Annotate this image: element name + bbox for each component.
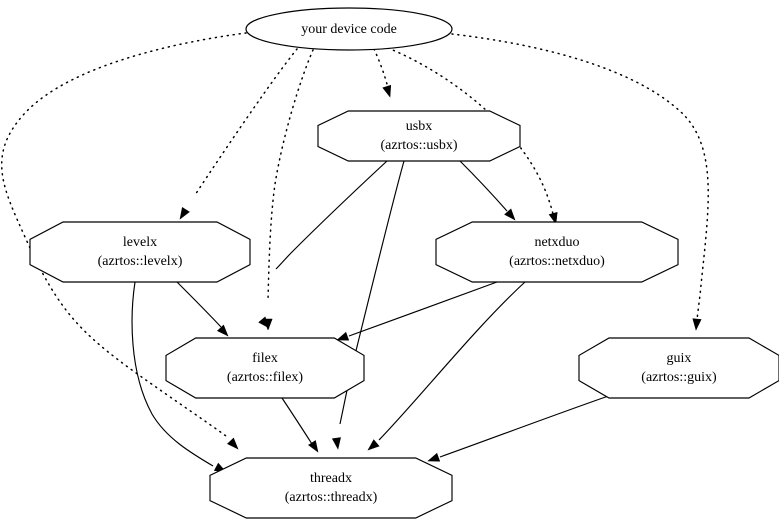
arrowhead <box>504 208 516 221</box>
edge-line <box>267 49 314 301</box>
edge-netxduo-to-threadx <box>367 281 526 451</box>
edge-usbx-to-netxduo <box>459 160 516 221</box>
edge-device-to-filex <box>263 49 314 331</box>
arrowhead <box>308 440 319 453</box>
arrowhead <box>427 452 441 462</box>
arrowhead <box>367 439 380 451</box>
edge-device-to-netxduo <box>387 47 558 225</box>
arrowhead <box>331 437 341 450</box>
edge-device-to-guix <box>451 33 709 331</box>
node-usbx[interactable]: usbx(azrtos::usbx) <box>317 110 521 162</box>
edge-line <box>275 160 388 270</box>
arrowhead <box>382 84 392 98</box>
edge-line <box>194 48 298 196</box>
arrowhead <box>226 437 239 450</box>
node-filex-shape[interactable] <box>165 337 365 399</box>
node-levelx-label-primary: levelx <box>123 235 157 250</box>
node-netxduo-shape[interactable] <box>435 221 679 283</box>
arrowhead <box>336 331 350 341</box>
node-usbx-label-secondary: (azrtos::usbx) <box>381 138 458 153</box>
node-usbx-shape[interactable] <box>317 110 521 162</box>
node-threadx[interactable]: threadx(azrtos::threadx) <box>209 457 453 519</box>
edge-line <box>348 281 498 337</box>
node-layer: your device codeusbx(azrtos::usbx)levelx… <box>29 7 779 519</box>
node-device[interactable]: your device code <box>245 7 453 51</box>
node-filex-label-primary: filex <box>252 351 278 366</box>
node-levelx[interactable]: levelx(azrtos::levelx) <box>29 221 251 283</box>
node-guix-label-secondary: (azrtos::guix) <box>641 370 717 385</box>
arrowhead <box>258 316 270 329</box>
edge-line <box>131 281 214 467</box>
edge-guix-to-threadx <box>427 392 618 462</box>
node-filex-label-secondary: (azrtos::filex) <box>227 370 304 385</box>
node-guix[interactable]: guix(azrtos::guix) <box>578 337 779 399</box>
edge-device-to-levelx <box>179 48 298 220</box>
edge-usbx-to-filex <box>258 160 388 329</box>
edge-usbx-to-threadx <box>331 160 405 450</box>
edge-line <box>451 33 709 321</box>
node-netxduo-label-secondary: (azrtos::netxduo) <box>509 254 605 269</box>
node-threadx-shape[interactable] <box>209 457 453 519</box>
node-netxduo-label-primary: netxduo <box>534 235 579 250</box>
edge-device-to-threadx <box>1 32 247 450</box>
arrowhead <box>548 211 558 225</box>
edge-line <box>459 160 508 212</box>
node-levelx-shape[interactable] <box>29 221 251 283</box>
node-device-shape[interactable] <box>245 7 453 51</box>
node-device-label-primary: your device code <box>301 22 397 37</box>
edge-line <box>281 397 313 445</box>
node-guix-shape[interactable] <box>578 337 779 399</box>
node-netxduo[interactable]: netxduo(azrtos::netxduo) <box>435 221 679 283</box>
node-threadx-label-primary: threadx <box>310 471 352 486</box>
edge-line <box>378 281 526 441</box>
edge-line <box>339 160 405 425</box>
edge-levelx-to-filex <box>176 281 229 337</box>
edge-line <box>1 32 247 437</box>
node-threadx-label-secondary: (azrtos::threadx) <box>285 490 378 505</box>
arrowhead <box>179 207 190 220</box>
edge-device-to-usbx <box>373 48 392 98</box>
edge-line <box>439 392 618 458</box>
arrowhead <box>692 318 702 331</box>
node-filex[interactable]: filex(azrtos::filex) <box>165 337 365 399</box>
edge-filex-to-threadx <box>281 397 319 453</box>
edge-netxduo-to-filex <box>336 281 498 341</box>
node-usbx-label-primary: usbx <box>406 119 432 134</box>
edge-line <box>176 281 222 328</box>
arrowhead <box>216 324 229 337</box>
edge-layer <box>1 32 709 473</box>
node-guix-label-primary: guix <box>667 351 692 366</box>
node-levelx-label-secondary: (azrtos::levelx) <box>98 254 183 269</box>
edge-line <box>373 48 389 89</box>
